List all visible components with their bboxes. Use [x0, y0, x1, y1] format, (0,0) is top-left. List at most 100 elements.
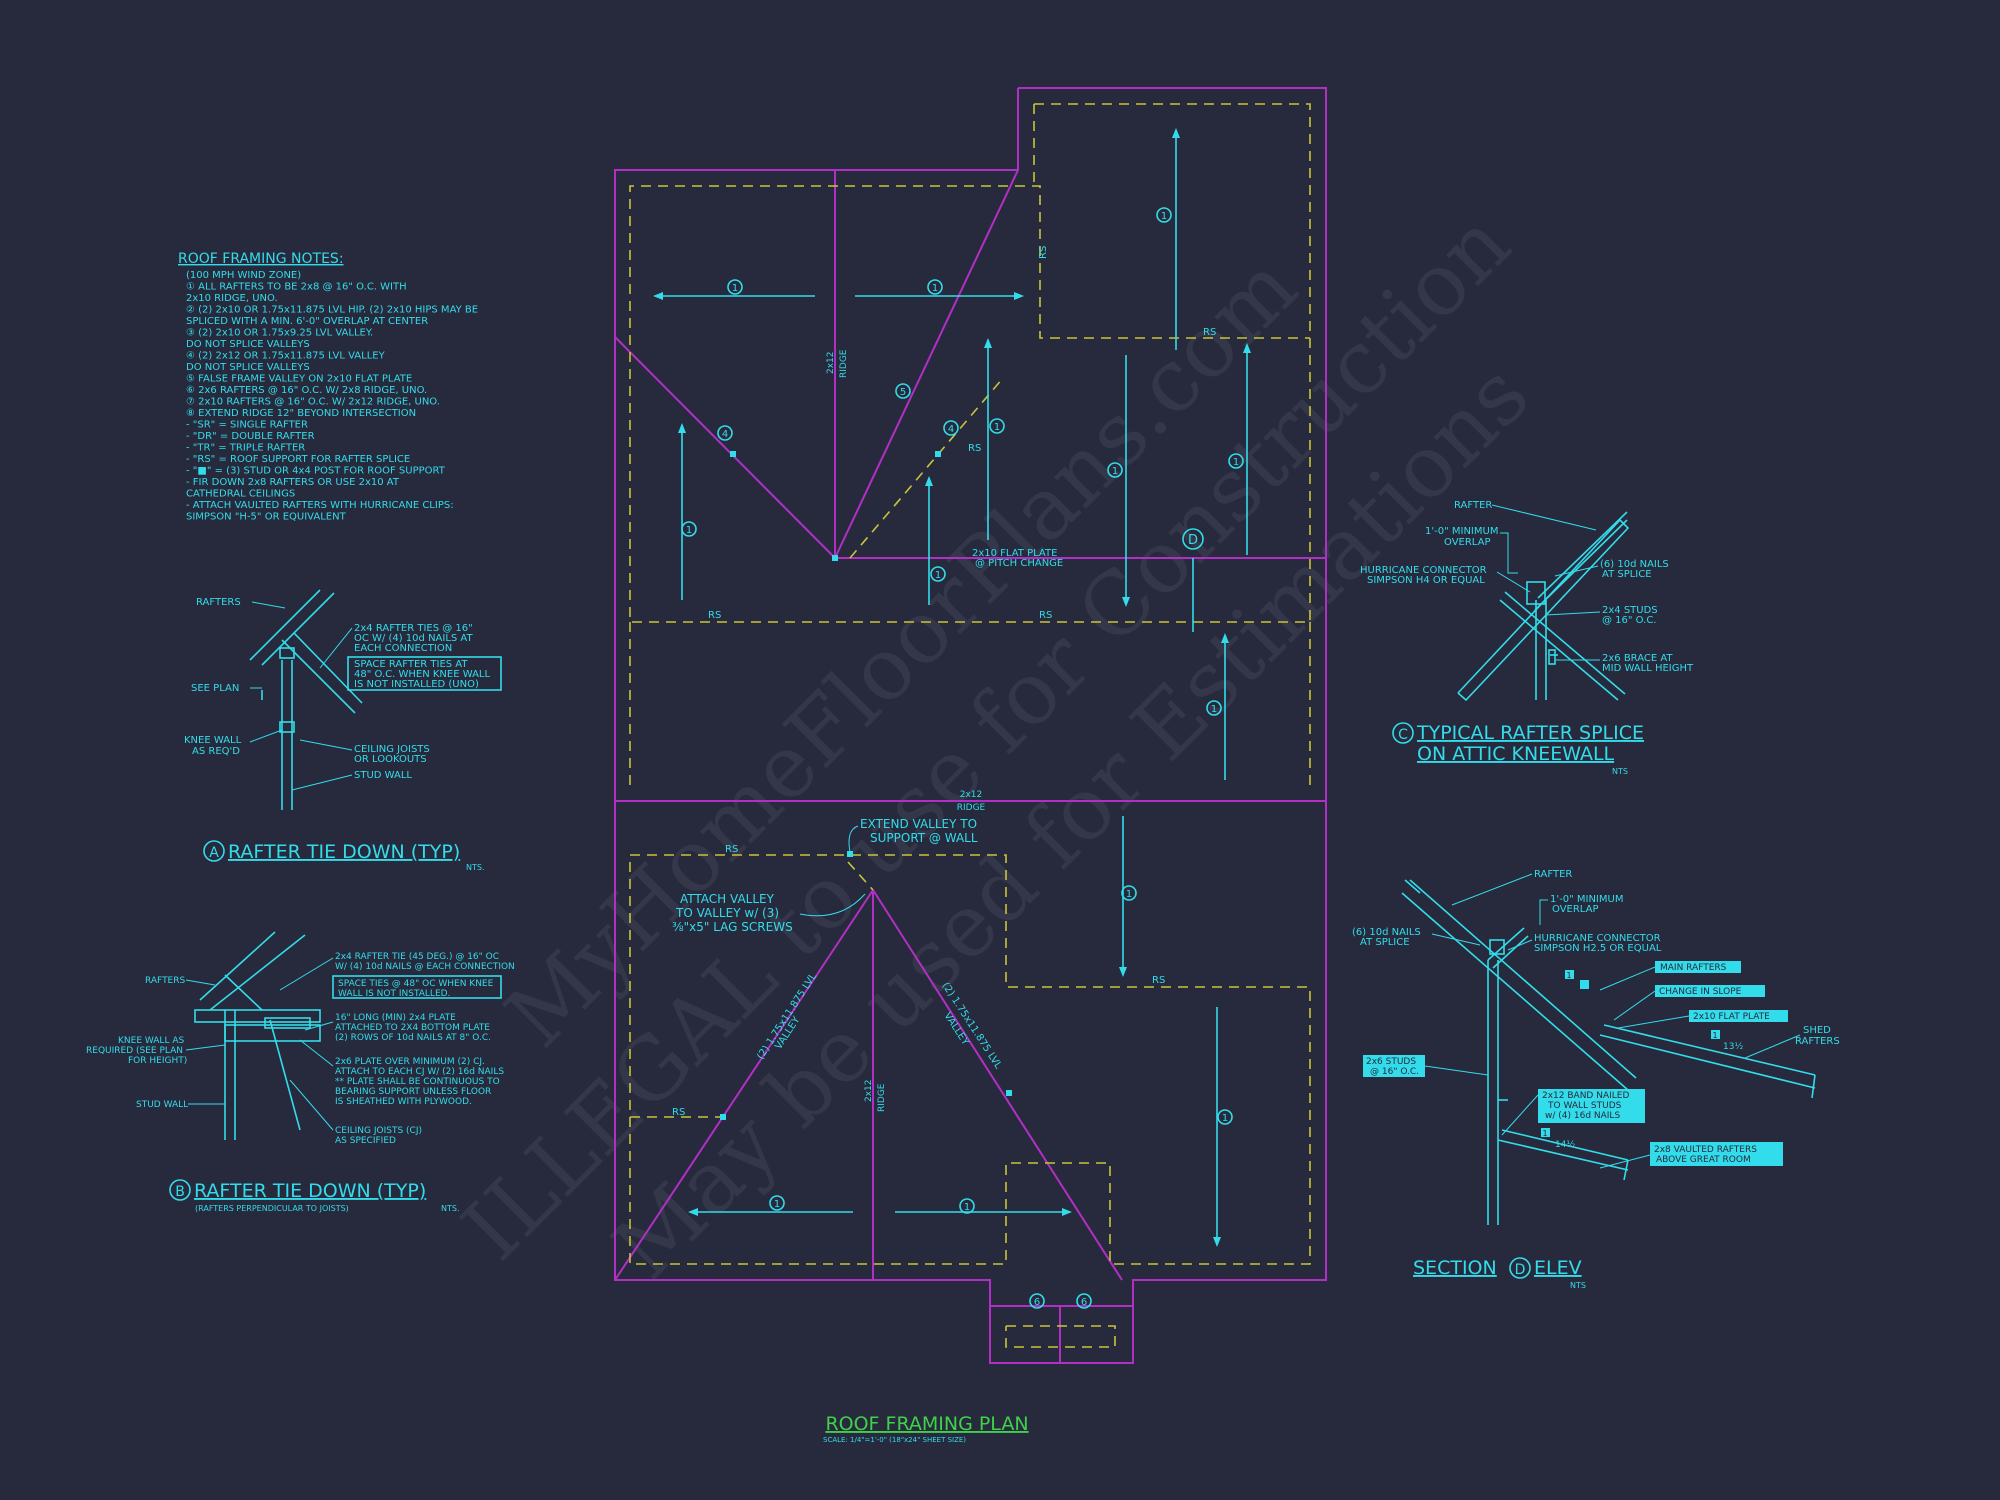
label-tie-1: 2x4 RAFTER TIES @ 16" — [354, 623, 473, 634]
detail-b: RAFTERS KNEE WALL AS REQUIRED (SEE PLAN … — [86, 931, 515, 1213]
label-b-plate-2: ATTACHED TO 2X4 BOTTOM PLATE — [335, 1023, 490, 1033]
detail-c-title-1: TYPICAL RAFTER SPLICE — [1416, 722, 1644, 744]
label-d-vaulted-2: ABOVE GREAT ROOM — [1656, 1155, 1751, 1165]
label-d-nails-1: (6) 10d NAILS — [1352, 927, 1421, 938]
label-space-3: IS NOT INSTALLED (UNO) — [354, 679, 479, 690]
label-c-brace-2: MID WALL HEIGHT — [1602, 663, 1694, 674]
tag-6: 6 — [1034, 1297, 1040, 1308]
rs-label: RS — [708, 610, 721, 621]
label-d-shed-1: SHED — [1803, 1025, 1831, 1036]
label-b-over-4: BEARING SUPPORT UNLESS FLOOR — [335, 1087, 491, 1097]
detail-b-labels: RAFTERS KNEE WALL AS REQUIRED (SEE PLAN … — [86, 952, 515, 1146]
label-see-plan: SEE PLAN — [191, 683, 239, 694]
detail-b-title: RAFTER TIE DOWN (TYP) — [194, 1180, 426, 1202]
label-d-pitch-rise-2: 1 — [1712, 1031, 1717, 1040]
detail-a-title: RAFTER TIE DOWN (TYP) — [228, 841, 460, 863]
notes-lines: (100 MPH WIND ZONE)① ALL RAFTERS TO BE 2… — [186, 270, 478, 523]
label-tie-2: OC W/ (4) 10d NAILS AT — [354, 633, 473, 644]
label-b-over-5: IS SHEATHED WITH PLYWOOD. — [335, 1097, 472, 1107]
label-b-plate-3: (2) ROWS OF 10d NAILS AT 8" O.C. — [335, 1033, 491, 1043]
label-c-nails-2: AT SPLICE — [1602, 569, 1652, 580]
flat-plate-1: 2x10 FLAT PLATE — [972, 548, 1057, 559]
label-d-band-3: w/ (4) 16d NAILS — [1545, 1111, 1620, 1121]
label-c-overlap-1: 1'-0" MINIMUM — [1425, 526, 1498, 537]
detail-b-scale: NTS. — [441, 1204, 460, 1213]
label-c-brace-1: 2x6 BRACE AT — [1602, 653, 1673, 664]
rs-label: RS — [1039, 610, 1052, 621]
label-d-pitch-rise: 1 — [1566, 971, 1571, 980]
label-d-nails-2: AT SPLICE — [1360, 937, 1410, 948]
label-d-rafter: RAFTER — [1534, 869, 1572, 880]
label-b-over-2: ATTACH TO EACH CJ W/ (2) 16d NAILS — [335, 1067, 504, 1077]
label-d-shed-2: RAFTERS — [1795, 1036, 1840, 1047]
notes-line: - "SR" = SINGLE RAFTER — [186, 420, 308, 431]
tag-6: 6 — [1081, 1297, 1087, 1308]
label-d-pitch-run-b: 14½ — [1555, 1140, 1575, 1150]
detail-a-marker — [203, 840, 225, 862]
tag-1: 1 — [935, 570, 941, 581]
rs-label: RS — [968, 443, 981, 454]
label-d-studs-2: @ 16" O.C. — [1370, 1067, 1419, 1077]
notes-line: (100 MPH WIND ZONE) — [186, 270, 301, 281]
rs-label: RS — [725, 844, 738, 855]
label-d-flat: 2x10 FLAT PLATE — [1693, 1012, 1770, 1022]
detail-d-title-pre: SECTION — [1413, 1257, 1497, 1279]
notes-line: DO NOT SPLICE VALLEYS — [186, 339, 310, 350]
label-b-stud-wall: STUD WALL — [136, 1100, 188, 1110]
watermark-line-2: ILLEGAL to use for Construction — [444, 194, 1530, 1280]
label-b-tie-2: W/ (4) 10d NAILS @ EACH CONNECTION — [335, 962, 515, 972]
label-c-rafter: RAFTER — [1454, 500, 1492, 511]
label-d-slope: CHANGE IN SLOPE — [1659, 987, 1742, 997]
rs-label: RS — [1152, 975, 1165, 986]
plan-tags: 1 1 1 5 4 4 1 1 1 1 1 D 1 1 — [681, 207, 1244, 1309]
ridge-label: RIDGE — [957, 803, 986, 813]
label-knee-wall-2: AS REQ'D — [192, 746, 240, 757]
ridge-size: 2x12 — [864, 1079, 874, 1102]
notes-line: ③ (2) 2x10 OR 1.75x9.25 LVL VALLEY. — [186, 328, 373, 339]
label-b-knee-1: KNEE WALL AS — [118, 1036, 184, 1046]
label-c-hurricane-1: HURRICANE CONNECTOR — [1360, 565, 1487, 576]
notes-line: - "TR" = TRIPLE RAFTER — [186, 443, 305, 454]
rs-label: RS — [672, 1107, 685, 1118]
detail-c-letter: C — [1398, 727, 1408, 743]
wall-line-lower — [629, 854, 1311, 1265]
label-b-rafters: RAFTERS — [145, 976, 186, 986]
tag-1: 1 — [932, 283, 938, 294]
label-c-studs-2: @ 16" O.C. — [1602, 615, 1657, 626]
detail-c-drawing — [1457, 511, 1630, 702]
detail-a: RAFTERS SEE PLAN KNEE WALL AS REQ'D 2x4 … — [184, 589, 502, 872]
label-stud-wall: STUD WALL — [354, 770, 412, 781]
label-joists-2: OR LOOKOUTS — [354, 754, 427, 765]
lower-valley-left — [614, 889, 874, 1281]
attach-valley-1: ATTACH VALLEY — [680, 892, 775, 906]
ridge-size: 2x12 — [826, 351, 836, 374]
detail-b-letter: B — [175, 1184, 185, 1200]
notes-line: ⑧ EXTEND RIDGE 12" BEYOND INTERSECTION — [186, 408, 416, 419]
rs-label: RS — [1203, 327, 1216, 338]
label-b-over-3: ** PLATE SHALL BE CONTINUOUS TO — [335, 1077, 500, 1087]
ridge-labels: 2x12 RIDGE 2x12 RIDGE 2x12 RIDGE — [826, 349, 986, 1112]
notes-line: - "RS" = ROOF SUPPORT FOR RAFTER SPLICE — [186, 454, 410, 465]
label-rafters: RAFTERS — [196, 597, 241, 608]
detail-d-labels: RAFTER 1'-0" MINIMUM OVERLAP (6) 10d NAI… — [1352, 869, 1840, 1169]
detail-c-title-2: ON ATTIC KNEEWALL — [1417, 743, 1615, 765]
notes-line: ⑦ 2x10 RAFTERS @ 16" O.C. W/ 2x12 RIDGE,… — [186, 397, 440, 408]
tag-1: 1 — [964, 1202, 970, 1213]
detail-a-scale: NTS. — [466, 863, 485, 872]
tag-4: 4 — [722, 429, 728, 440]
notes-line: - "DR" = DOUBLE RAFTER — [186, 431, 315, 442]
tag-1: 1 — [732, 283, 738, 294]
label-space-2: 48" O.C. WHEN KNEE WALL — [354, 669, 490, 680]
tag-4: 4 — [948, 424, 954, 435]
tag-1: 1 — [994, 422, 1000, 433]
label-joists-1: CEILING JOISTS — [354, 744, 430, 755]
attach-valley-3: ⅜"x5" LAG SCREWS — [672, 920, 793, 934]
label-d-overlap-1: 1'-0" MINIMUM — [1550, 894, 1623, 905]
notes-line: - "■" = (3) STUD OR 4x4 POST FOR ROOF SU… — [186, 466, 446, 477]
label-b-knee-3: FOR HEIGHT) — [128, 1056, 187, 1066]
notes-line: SIMPSON "H-5" OR EQUIVALENT — [186, 512, 347, 523]
label-d-band-1: 2x12 BAND NAILED — [1542, 1091, 1629, 1101]
detail-c-labels: RAFTER 1'-0" MINIMUM OVERLAP HURRICANE C… — [1360, 500, 1694, 674]
ridge-label: RIDGE — [877, 1083, 887, 1112]
wall-line-upper — [629, 103, 1311, 623]
